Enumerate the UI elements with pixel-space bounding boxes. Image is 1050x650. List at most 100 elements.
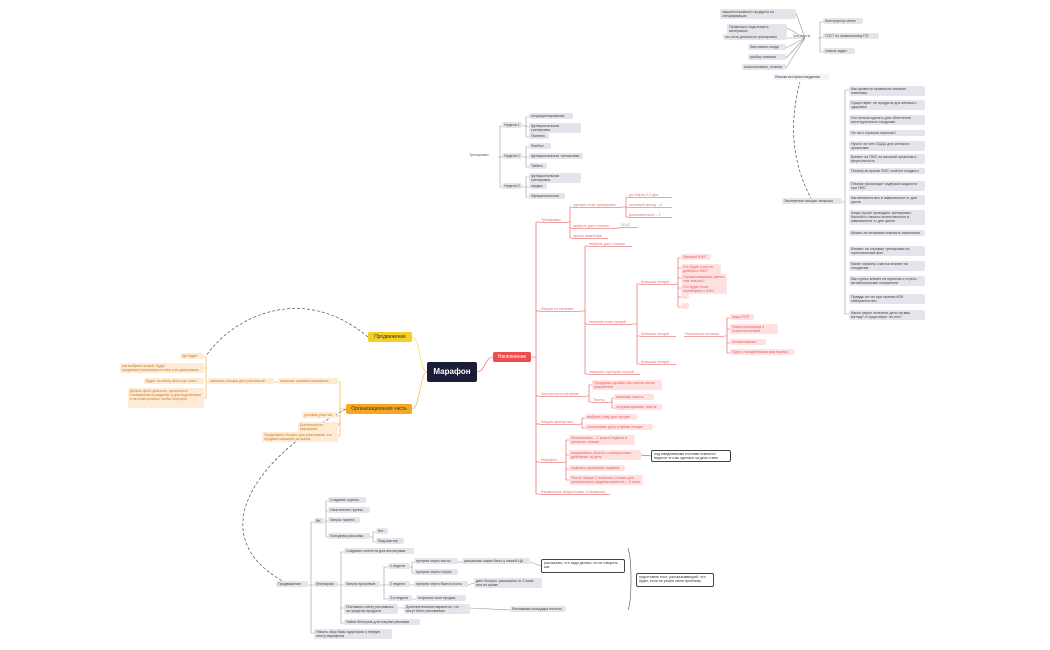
nutrition-lectures-label[interactable]: Лекции по питанию bbox=[540, 307, 580, 313]
big-lecture-item[interactable]: Что будет если перебирать с БЖУ bbox=[681, 284, 727, 295]
top-item[interactable]: Заготовить снеди bbox=[748, 44, 786, 51]
history-node[interactable]: Личная история похудения bbox=[773, 74, 829, 81]
collab-node[interactable]: Поставить смету рекламных за пределы про… bbox=[344, 604, 398, 614]
week-item[interactable]: кондиционирование bbox=[529, 113, 573, 120]
top-item[interactable]: Алкоголь/вино, отмена bbox=[742, 64, 786, 71]
top-right-item[interactable]: ГОСТ по правильному ПП bbox=[823, 33, 879, 40]
collab-end[interactable]: Рекламная площадка постить bbox=[510, 606, 566, 613]
week-item[interactable]: функциональная тренировка bbox=[529, 123, 581, 134]
ig-right-note[interactable]: подготовить пост, рассказывающий, что бу… bbox=[636, 573, 714, 587]
expert-question[interactable]: Влияет ли ПМС на женский организм и ферт… bbox=[849, 154, 925, 165]
org-left-item[interactable]: Будет по многу много до этого bbox=[144, 378, 204, 385]
training-sub[interactable]: дополнительно – 2 bbox=[628, 213, 672, 219]
expert-question[interactable]: Когда лучше проводить тренировки; бассей… bbox=[849, 210, 925, 225]
bloggers-node[interactable]: Найти блогеров для покупки рекламы bbox=[344, 619, 420, 626]
top-right-item[interactable]: список задач bbox=[823, 48, 855, 55]
psychology-item[interactable]: Читмил/срывы bbox=[730, 339, 766, 346]
central-topic[interactable]: Марафон bbox=[427, 362, 477, 382]
marathon-label[interactable]: Марафон bbox=[540, 458, 564, 464]
nutrition-record[interactable]: написать сценарии лекций bbox=[588, 370, 640, 376]
nutrition-plan[interactable]: написать план лекций bbox=[588, 320, 632, 326]
top-item[interactable]: Правильно подготовить материалы bbox=[727, 24, 787, 35]
training-equipment[interactable]: купить инвентарь bbox=[572, 234, 608, 240]
expert-questions-label[interactable]: Экспертные лекции: вопросы bbox=[782, 198, 842, 205]
expert-question[interactable]: Правда ли что при приеме КОК набирается … bbox=[849, 294, 925, 305]
topic-organization[interactable]: Организационная часть bbox=[346, 404, 412, 414]
marathon-item[interactable]: отдельно домашнее задание bbox=[569, 465, 625, 472]
week-label[interactable]: Неделя 2 bbox=[502, 153, 522, 160]
expert-question[interactable]: Почему во время ПМС хочется сладкого bbox=[849, 168, 925, 175]
vk-sub[interactable]: бот bbox=[376, 528, 388, 535]
ig-week[interactable]: 3-я неделя bbox=[388, 595, 412, 602]
week-item[interactable]: функциональная тренировка bbox=[529, 173, 581, 184]
week-item[interactable]: Функциональная bbox=[529, 193, 565, 200]
expert-question[interactable]: Как стресс влияет на гормоны и стресс-ме… bbox=[849, 276, 925, 287]
topic-execution[interactable]: Наполнение bbox=[493, 352, 531, 362]
marathon-item[interactable]: Интерактивы – 2 раза в неделю в процессе… bbox=[569, 435, 635, 445]
ig-ideas-note[interactable]: рассказать, что надо делать, но не говор… bbox=[541, 559, 625, 573]
org-left-item[interactable]: как выбрать вещей, будут продемонстриров… bbox=[120, 363, 204, 373]
ig-week-item[interactable]: открытие окон продаж bbox=[416, 595, 466, 602]
big-lecture[interactable]: Большая лекция bbox=[640, 280, 676, 286]
big-lecture-item[interactable]: ... bbox=[681, 303, 689, 310]
expert-question[interactable]: Можно ли питанием повлиять изменения bbox=[849, 230, 925, 237]
week-item[interactable]: Пилатес bbox=[529, 133, 549, 140]
topic-promotion[interactable]: Продвижение bbox=[368, 332, 412, 342]
expert-question[interactable]: Почему происходят задержки жидкости при … bbox=[849, 181, 925, 192]
ig-week-note[interactable]: рассказать какие было у нашей ЦА bbox=[462, 558, 530, 565]
marathon-item[interactable]: После лекции 2 написать отзывы для прове… bbox=[569, 475, 643, 485]
week-label[interactable]: Неделя 3 bbox=[502, 183, 522, 190]
marathon-item[interactable]: ежедневные отчеты о совершенных действия… bbox=[569, 450, 641, 460]
week-item[interactable]: функциональная тренировка bbox=[529, 153, 583, 160]
checklist-text-item[interactable]: написать тексты bbox=[614, 394, 654, 401]
trainings-label[interactable]: Тренировки bbox=[540, 218, 568, 224]
big-lecture-2[interactable]: Большая лекция bbox=[640, 332, 676, 338]
expert-lecture-item[interactable]: выбрать тему для лекции bbox=[585, 414, 637, 421]
big-lecture-item[interactable]: Что будет если не добирать БЖУ bbox=[681, 264, 721, 275]
vk-label[interactable]: ВК bbox=[314, 518, 324, 525]
org-conditions[interactable]: условие участия bbox=[302, 412, 336, 419]
top-item[interactable]: что есть для/после тренировок bbox=[723, 34, 787, 41]
checklist-text-item[interactable]: отредактировать тексты bbox=[614, 404, 662, 411]
training-date[interactable]: выбрать дату съемки bbox=[572, 224, 616, 230]
collect-node[interactable]: Начать сбор базы аудитории у первую лент… bbox=[314, 629, 392, 639]
checklist-texts[interactable]: Тексты bbox=[592, 398, 610, 404]
ig-week-item[interactable]: прогрев через посты bbox=[414, 558, 458, 565]
org-left-item[interactable]: где будет bbox=[180, 353, 204, 360]
big-lecture-item[interactable]: Ограничивающие диеты: чем опасны? bbox=[681, 274, 727, 285]
training-date-value[interactable]: 10.02 bbox=[620, 223, 638, 229]
ig-week[interactable]: 2 неделя bbox=[388, 581, 410, 588]
ig-week-item[interactable]: прогрев через бьюти-посты bbox=[414, 581, 468, 588]
psychology-item[interactable]: виды РПП bbox=[730, 314, 754, 321]
promotion-label[interactable]: Продвижение bbox=[276, 581, 308, 588]
ig-week-item[interactable]: прогрев через сторис bbox=[414, 569, 458, 576]
preparation-label[interactable]: Тренировки bbox=[469, 153, 489, 157]
week-item[interactable]: кардио bbox=[529, 183, 547, 190]
org-left-item[interactable]: Делать фото до/после, делиться в сообщен… bbox=[128, 388, 204, 408]
collab-note[interactable]: Дополнительные варианты, что могут быть … bbox=[404, 604, 470, 614]
checklist-nutrition-label[interactable]: Чек-листы по питанию bbox=[540, 392, 586, 398]
instagram-label[interactable]: Инстаграм bbox=[314, 581, 338, 588]
big-lecture-item[interactable]: ... bbox=[681, 293, 689, 300]
expert-question[interactable]: Какие гормоны счастья влияют на похудени… bbox=[849, 261, 925, 272]
ig-week-note[interactable]: дать бонусы, рассказать от 2 коме или не… bbox=[474, 578, 542, 588]
top-right-item[interactable]: Конструктор меню bbox=[823, 18, 863, 25]
psychology-item[interactable]: Физиологический и психологический переед… bbox=[730, 324, 778, 334]
vk-sub[interactable]: бюд-мастер bbox=[376, 538, 404, 545]
week-label[interactable]: Неделя 1 bbox=[502, 122, 522, 129]
vk-item[interactable]: Запуск таргета bbox=[328, 517, 360, 524]
nutrition-choose-date[interactable]: выбрать дату съемки bbox=[588, 242, 632, 248]
expert-question[interactable]: Что нельзя сделать для облегчения менстр… bbox=[849, 115, 925, 126]
psychology-item[interactable]: Одно с ежедневными факторами bbox=[730, 349, 794, 356]
ig-week[interactable]: 1 неделя bbox=[388, 563, 410, 570]
org-length[interactable]: Длительность марафона bbox=[298, 422, 338, 433]
psychology-label[interactable]: Психология питания bbox=[684, 332, 724, 338]
checklist-label[interactable]: Чек-листы bbox=[793, 34, 811, 38]
top-item[interactable]: закупить/привезти продукты по спецификац… bbox=[720, 9, 796, 20]
training-sub[interactable]: до старта 2-3 дня bbox=[628, 193, 672, 199]
instagram-item[interactable]: Создание контента для инстаграма bbox=[344, 548, 414, 555]
expert-question[interactable]: Нужно ли пить БАДы для женского организм… bbox=[849, 141, 925, 152]
training-plan[interactable]: сделать план тренировок bbox=[572, 203, 622, 209]
big-lecture-3[interactable]: Большая лекция bbox=[640, 360, 676, 366]
org-rules[interactable]: написать правила марафона bbox=[278, 378, 338, 385]
